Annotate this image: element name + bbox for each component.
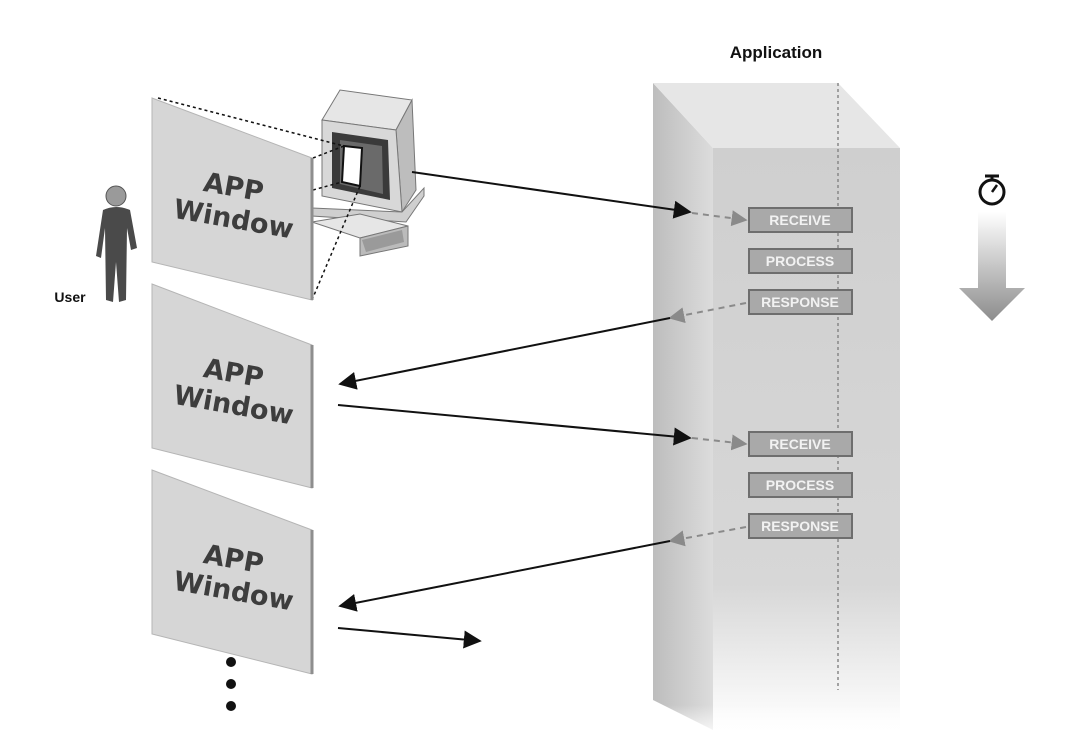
request-arrow-2-dashed <box>691 434 748 451</box>
response-label-1: RESPONSE <box>761 294 839 310</box>
flow-arrows <box>337 171 748 649</box>
continuation-dots <box>226 657 236 711</box>
user-icon <box>96 185 137 302</box>
zoom-lines <box>157 97 361 301</box>
request-arrow-2 <box>337 404 692 446</box>
receive-box-1 <box>748 207 853 233</box>
process-label-2: PROCESS <box>766 477 834 493</box>
receive-label-2: RECEIVE <box>769 436 830 452</box>
application-title: Application <box>730 43 823 62</box>
receive-label-1: RECEIVE <box>769 212 830 228</box>
application-pillar <box>653 83 900 740</box>
response-box-1 <box>748 289 853 315</box>
response-arrow-2-dashed <box>668 526 747 547</box>
step-group-1: RECEIVE PROCESS RESPONSE <box>748 207 853 315</box>
computer-icon <box>311 89 425 257</box>
pillar-fade <box>653 600 900 740</box>
process-box-1 <box>748 248 853 274</box>
response-arrow-2 <box>338 540 671 612</box>
pillar-left-face <box>653 83 713 730</box>
stopwatch-icon <box>978 174 1006 206</box>
response-arrow-1 <box>338 317 671 390</box>
app-window-3: APP Window <box>151 469 314 675</box>
response-arrow-1-dashed <box>668 302 747 324</box>
receive-box-2 <box>748 431 853 457</box>
time-arrow-icon <box>959 212 1025 321</box>
process-label-1: PROCESS <box>766 253 834 269</box>
step-group-2: RECEIVE PROCESS RESPONSE <box>748 431 853 539</box>
request-arrow-1 <box>411 171 692 219</box>
response-label-2: RESPONSE <box>761 518 839 534</box>
request-arrow-1-dashed <box>691 210 748 227</box>
app-window-2: APP Window <box>151 283 314 489</box>
process-box-2 <box>748 472 853 498</box>
response-box-2 <box>748 513 853 539</box>
app-window-1: APP Window <box>151 97 314 301</box>
user-label: User <box>54 289 86 305</box>
request-arrow-3 <box>337 627 482 649</box>
